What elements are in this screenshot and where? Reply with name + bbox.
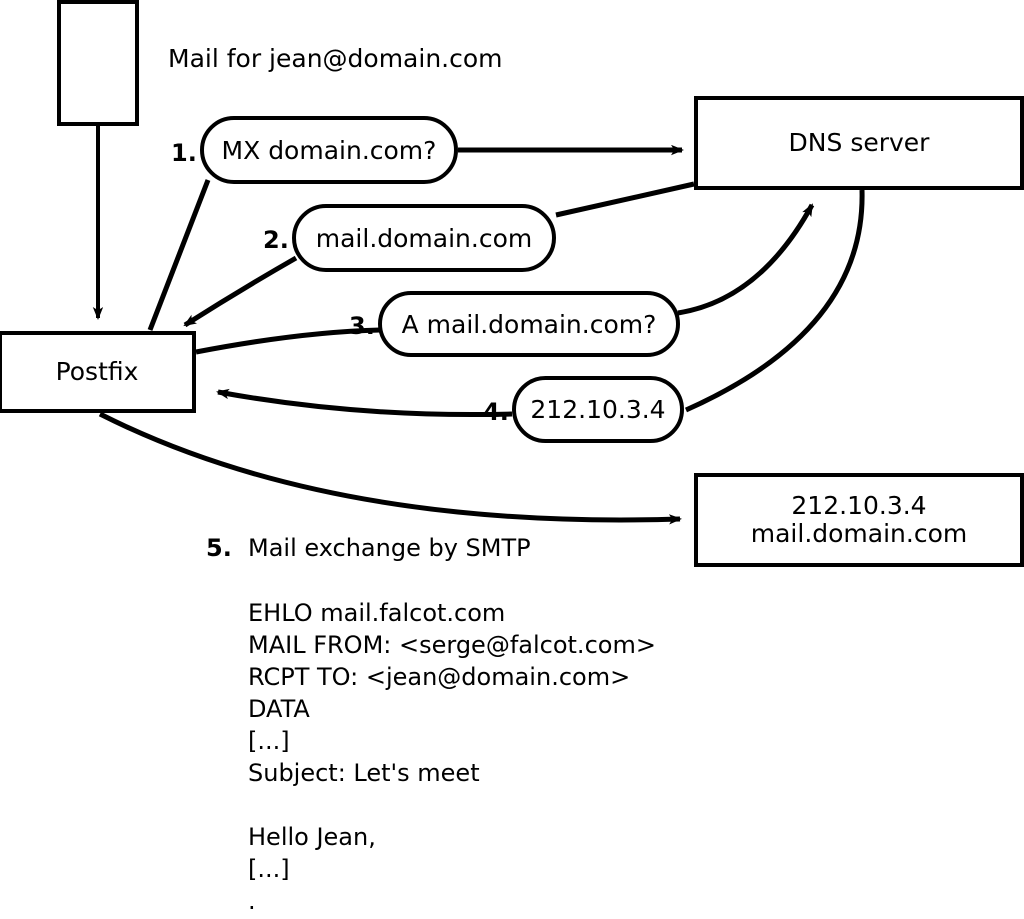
step-2-number: 2. xyxy=(263,226,289,254)
sender-box[interactable] xyxy=(57,0,139,126)
smtp-transcript-line-2: MAIL FROM: <serge@falcot.com> xyxy=(248,631,656,659)
smtp-transcript-line-6: Subject: Let's meet xyxy=(248,759,480,787)
smtp-transcript-line-1: EHLO mail.falcot.com xyxy=(248,599,506,627)
page-title: Mail for jean@domain.com xyxy=(168,44,503,73)
edge-dns-to-step2 xyxy=(555,181,695,218)
step-4-number: 4. xyxy=(483,398,509,426)
target-server-hostname: mail.domain.com xyxy=(750,519,968,548)
target-server-box[interactable]: 212.10.3.4 mail.domain.com xyxy=(694,473,1024,567)
step-1-number: 1. xyxy=(171,139,197,167)
postfix-box-label: Postfix xyxy=(55,357,139,386)
step-3-label: A mail.domain.com? xyxy=(401,309,657,339)
edge-step2-to-postfix xyxy=(183,255,298,328)
step-3-pill[interactable]: A mail.domain.com? xyxy=(378,291,680,357)
step-1-pill[interactable]: MX domain.com? xyxy=(200,116,458,184)
step-2-label: mail.domain.com xyxy=(315,223,533,253)
edge-postfix-to-target xyxy=(98,411,682,525)
dns-server-box-label: DNS server xyxy=(788,128,930,157)
step-5-number: 5. xyxy=(206,534,232,562)
step-2-pill[interactable]: mail.domain.com xyxy=(292,204,556,272)
step-4-pill[interactable]: 212.10.3.4 xyxy=(512,376,684,443)
smtp-transcript-line-8: Hello Jean, xyxy=(248,823,376,851)
edge-postfix-to-step1 xyxy=(147,179,211,331)
smtp-transcript-line-3: RCPT TO: <jean@domain.com> xyxy=(248,663,631,691)
step-5-label: Mail exchange by SMTP xyxy=(248,534,531,562)
step-3-number: 3. xyxy=(349,312,375,340)
edge-step4-to-postfix xyxy=(216,388,513,418)
edge-postfix-to-step3 xyxy=(195,327,381,355)
dns-server-box[interactable]: DNS server xyxy=(694,96,1024,190)
postfix-box[interactable]: Postfix xyxy=(0,331,196,413)
edge-step3-to-dns xyxy=(677,203,815,316)
target-server-ip: 212.10.3.4 xyxy=(791,491,927,520)
smtp-transcript-line-4: DATA xyxy=(248,695,310,723)
edge-dns-to-step4 xyxy=(684,189,865,413)
smtp-transcript-line-5: [...] xyxy=(248,727,290,755)
smtp-transcript-line-9: [...] xyxy=(248,855,290,883)
step-4-label: 212.10.3.4 xyxy=(530,395,666,424)
smtp-transcript-line-10: . xyxy=(248,887,256,915)
step-1-label: MX domain.com? xyxy=(221,135,437,165)
